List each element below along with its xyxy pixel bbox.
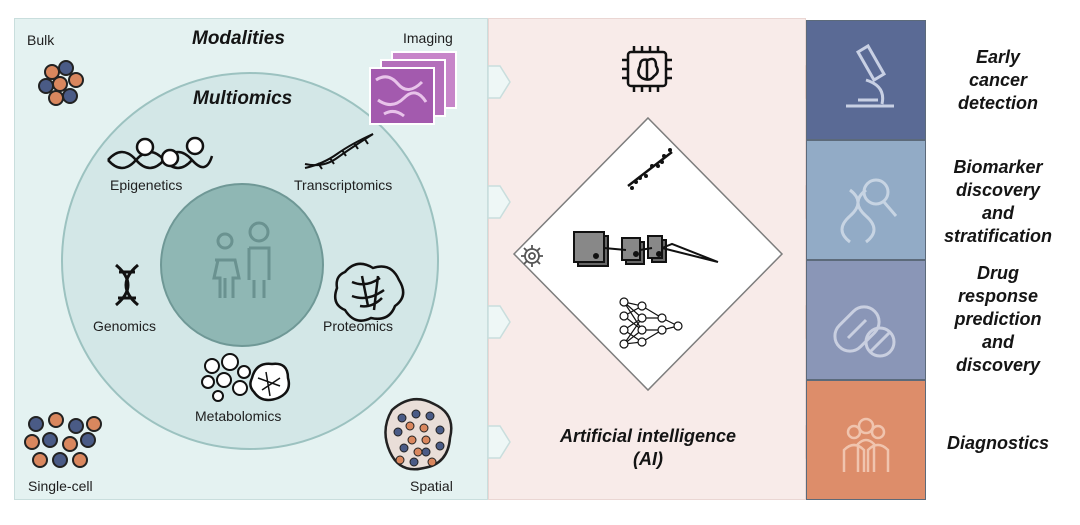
proteomics-label: Proteomics	[323, 318, 394, 334]
genomics-icon	[115, 263, 139, 307]
patients-group-icon	[842, 417, 890, 472]
transcriptomics-label: Transcriptomics	[294, 177, 393, 193]
epigenetics-label: Epigenetics	[110, 177, 183, 193]
bulk-label: Bulk	[27, 32, 55, 48]
transcriptomics-icon	[304, 133, 374, 170]
dna-magnifier-icon	[840, 178, 898, 244]
biomarker-line: stratification	[943, 226, 1053, 246]
single-cell-label: Single-cell	[28, 478, 93, 494]
left-to-ai-arrows	[487, 65, 511, 459]
epigenetics-icon	[107, 136, 214, 170]
pills-icon	[833, 305, 896, 358]
neural-network-icon	[619, 297, 683, 349]
ai-label: Artificial intelligence (AI)	[520, 426, 776, 470]
imaging-slides-icon	[369, 51, 457, 125]
imaging-label: Imaging	[403, 30, 453, 46]
biomarker-line: discovery	[955, 180, 1041, 200]
biomarker-label: Biomarker discovery and stratification	[928, 156, 1068, 248]
single-cell-icon	[24, 412, 102, 468]
patient-icon	[212, 221, 271, 298]
outcome-icons	[833, 43, 898, 472]
biomarker-line: Biomarker	[953, 157, 1043, 177]
multiomics-title: Multiomics	[193, 88, 293, 109]
drug-response-line: Drug	[977, 263, 1019, 283]
spatial-label: Spatial	[410, 478, 453, 494]
biomarker-line: and	[981, 203, 1014, 223]
gear-icon	[521, 245, 543, 267]
modalities-title: Modalities	[192, 28, 285, 49]
ai-chip-icon	[622, 46, 672, 92]
ai-label-line2: (AI)	[633, 449, 663, 469]
spatial-tissue-icon	[384, 397, 453, 471]
early-detection-line: cancer	[968, 70, 1028, 90]
early-detection-label: Early cancer detection	[928, 46, 1068, 115]
diagnostics-line: Diagnostics	[946, 433, 1050, 453]
ai-label-line1: Artificial intelligence	[559, 426, 737, 446]
metabolomics-icon	[201, 353, 291, 402]
drug-response-line: discovery	[955, 355, 1041, 375]
regression-plot-icon	[627, 148, 673, 190]
drug-response-line: prediction	[954, 309, 1042, 329]
patient-inner-circle	[160, 183, 324, 347]
early-detection-line: detection	[957, 93, 1038, 113]
drug-response-line: and	[981, 332, 1014, 352]
cnn-architecture-icon	[573, 231, 719, 267]
genomics-label: Genomics	[93, 318, 157, 334]
microscope-icon	[846, 43, 894, 108]
diagnostics-label: Diagnostics	[928, 432, 1068, 455]
drug-response-line: response	[957, 286, 1039, 306]
bulk-cells-icon	[38, 60, 84, 106]
proteomics-icon	[334, 262, 405, 322]
drug-response-label: Drug response prediction and discovery	[928, 262, 1068, 377]
metabolomics-label: Metabolomics	[195, 408, 282, 424]
early-detection-line: Early	[975, 47, 1021, 67]
